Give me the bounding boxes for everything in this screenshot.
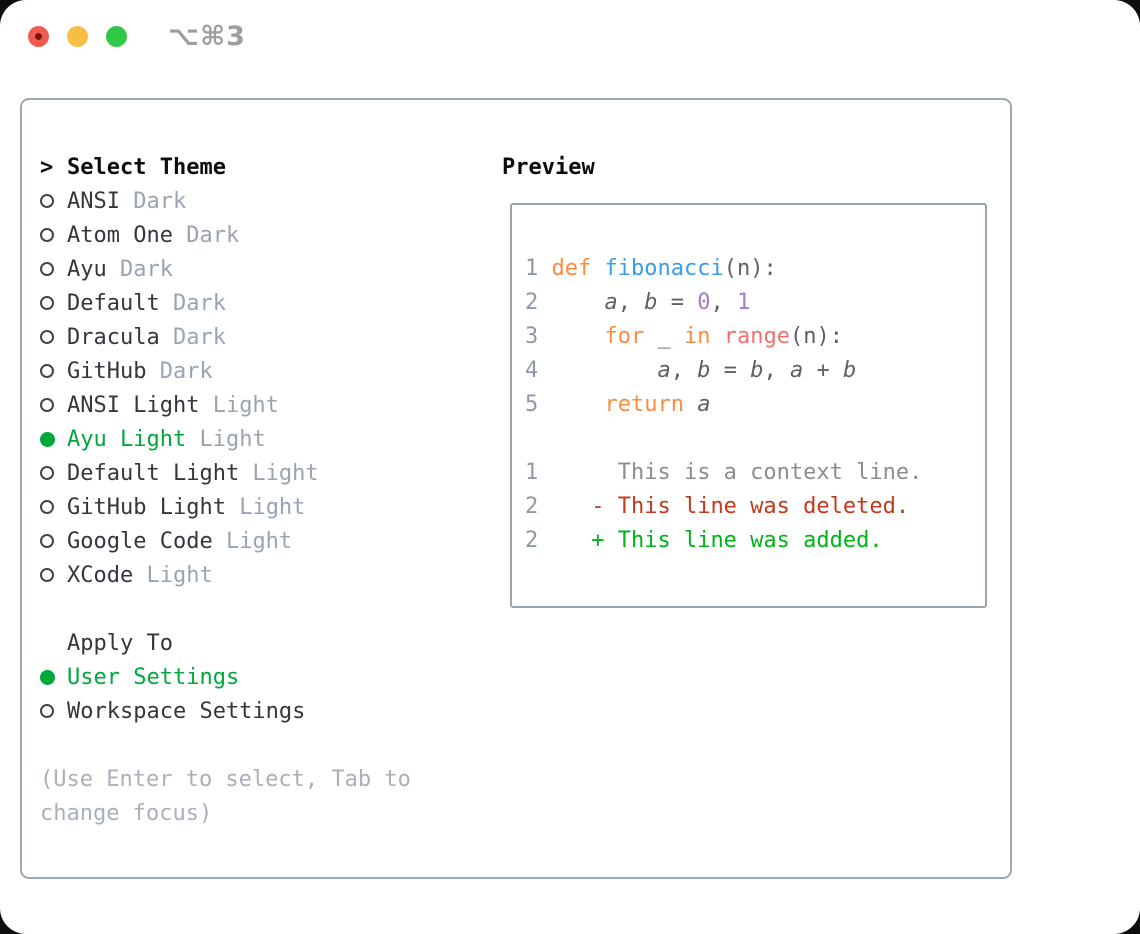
theme-option-selected[interactable]: Ayu Light Light xyxy=(40,422,319,456)
option-label: GitHub xyxy=(67,358,147,384)
preview-code: 1 def fibonacci(n): 2 a, b = 0, 1 3 for _ … xyxy=(512,205,985,557)
titlebar: ⌥⌘3 xyxy=(0,0,1140,74)
option-variant-label: Light xyxy=(186,426,266,452)
apply-option[interactable]: Workspace Settings xyxy=(40,694,305,728)
option-label: Ayu xyxy=(67,256,107,282)
code-line: 4 a, b = b, a + b xyxy=(525,357,857,383)
apply-to-header: Apply To xyxy=(40,626,305,660)
option-label: Dracula xyxy=(67,324,160,350)
radio-icon xyxy=(40,466,67,480)
minimize-button-icon[interactable] xyxy=(67,26,88,47)
blank-line xyxy=(525,421,985,455)
option-variant-label: Dark xyxy=(172,222,240,248)
radio-icon xyxy=(40,534,67,548)
hint-line: change focus) xyxy=(40,800,213,826)
code-line: 5 return a xyxy=(525,391,711,417)
option-label: XCode xyxy=(67,562,134,588)
theme-option[interactable]: Atom One Dark xyxy=(40,218,319,252)
theme-option[interactable]: Google Code Light xyxy=(40,524,319,558)
apply-to-label: Apply To xyxy=(67,630,173,656)
radio-icon xyxy=(40,228,67,242)
code-line: 2 a, b = 0, 1 xyxy=(525,289,751,315)
option-variant-label: Light xyxy=(212,528,293,554)
theme-option[interactable]: Default Dark xyxy=(40,286,319,320)
theme-option[interactable]: XCode Light xyxy=(40,558,319,592)
option-label: Ayu Light xyxy=(67,426,187,452)
option-variant-label: Dark xyxy=(146,358,213,384)
code-line: 1 def fibonacci(n): xyxy=(525,255,777,281)
diff-line-context: 1 This is a context line. xyxy=(525,459,923,485)
option-label: Atom One xyxy=(67,222,173,248)
window-title: ⌥⌘3 xyxy=(168,21,246,52)
radio-icon xyxy=(40,330,67,344)
preview-box: 1 def fibonacci(n): 2 a, b = 0, 1 3 for _ … xyxy=(510,203,987,608)
option-label: ANSI Light xyxy=(67,392,200,418)
diff-line-deleted: 2 - This line was deleted. xyxy=(525,493,910,519)
hint-text: (Use Enter to select, Tab to change focus… xyxy=(40,762,411,830)
zoom-button-icon[interactable] xyxy=(106,26,127,47)
radio-icon xyxy=(40,704,67,718)
radio-icon xyxy=(40,296,67,310)
radio-selected-icon xyxy=(40,669,67,685)
theme-option[interactable]: Dracula Dark xyxy=(40,320,319,354)
hint-line: (Use Enter to select, Tab to xyxy=(40,766,411,792)
option-label: ANSI xyxy=(67,188,120,214)
option-label: GitHub Light xyxy=(67,494,226,520)
option-variant-label: Light xyxy=(133,562,213,588)
option-variant-label: Light xyxy=(199,392,279,418)
option-variant-label: Light xyxy=(225,494,306,520)
selection-cursor-icon: > xyxy=(40,154,54,180)
theme-option[interactable]: ANSI Light Light xyxy=(40,388,319,422)
apply-option-selected[interactable]: User Settings xyxy=(40,660,305,694)
theme-option[interactable]: ANSI Dark xyxy=(40,184,319,218)
option-variant-label: Dark xyxy=(159,290,226,316)
option-label: Default xyxy=(67,290,160,316)
radio-icon xyxy=(40,262,67,276)
option-variant-label: Dark xyxy=(106,256,173,282)
option-variant-label: Dark xyxy=(159,324,226,350)
option-label: Google Code xyxy=(67,528,213,554)
diff-line-added: 2 + This line was added. xyxy=(525,527,883,553)
close-button-icon[interactable] xyxy=(28,26,49,47)
theme-option[interactable]: GitHub Dark xyxy=(40,354,319,388)
theme-option[interactable]: Ayu Dark xyxy=(40,252,319,286)
select-theme-header: > Select Theme xyxy=(40,150,319,184)
option-label: Workspace Settings xyxy=(67,698,306,724)
preview-title: Preview xyxy=(502,154,595,180)
radio-icon xyxy=(40,568,67,582)
radio-icon xyxy=(40,364,67,378)
radio-icon xyxy=(40,500,67,514)
select-theme-label: Select Theme xyxy=(67,154,226,180)
option-label: Default Light xyxy=(67,460,240,486)
radio-icon xyxy=(40,194,67,208)
option-variant-label: Light xyxy=(239,460,319,486)
option-variant-label: Dark xyxy=(119,188,187,214)
radio-icon xyxy=(40,398,67,412)
theme-option[interactable]: GitHub Light Light xyxy=(40,490,319,524)
option-label: User Settings xyxy=(67,664,240,690)
theme-option[interactable]: Default Light Light xyxy=(40,456,319,490)
radio-selected-icon xyxy=(40,431,67,447)
code-line: 3 for _ in range(n): xyxy=(525,323,843,349)
